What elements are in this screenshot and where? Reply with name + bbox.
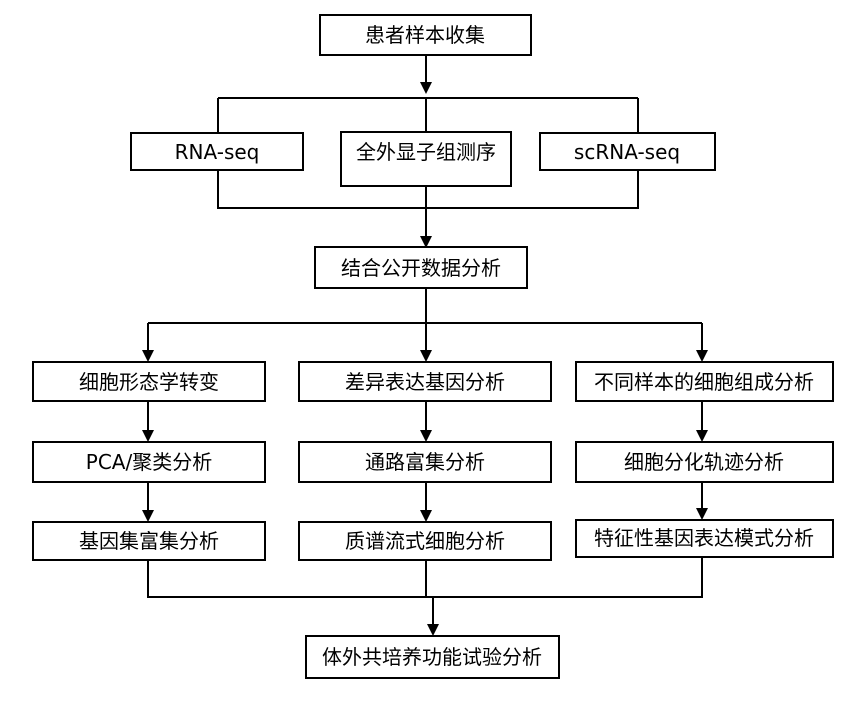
node-scrnaseq-label: scRNA-seq	[574, 140, 680, 164]
node-morph: 细胞形态学转变	[32, 361, 266, 402]
node-composition: 不同样本的细胞组成分析	[575, 361, 834, 402]
split-bracket-top	[217, 97, 639, 133]
node-wes: 全外显子组测序	[340, 131, 512, 187]
node-pca-label: PCA/聚类分析	[86, 450, 212, 474]
node-public-label: 结合公开数据分析	[341, 256, 501, 280]
node-pattern: 特征性基因表达模式分析	[575, 519, 834, 558]
node-pca: PCA/聚类分析	[32, 441, 266, 483]
node-deg-label: 差异表达基因分析	[345, 370, 505, 394]
node-coculture: 体外共培养功能试验分析	[305, 635, 560, 679]
node-rnaseq: RNA-seq	[130, 132, 304, 171]
node-wes-label: 全外显子组测序	[356, 140, 496, 164]
node-cytof-label: 质谱流式细胞分析	[345, 529, 505, 553]
node-composition-label: 不同样本的细胞组成分析	[594, 370, 814, 394]
node-collect-label: 患者样本收集	[365, 23, 485, 47]
node-gsea-label: 基因集富集分析	[79, 529, 219, 553]
node-pattern-label: 特征性基因表达模式分析	[594, 526, 814, 550]
node-public: 结合公开数据分析	[314, 246, 528, 289]
node-trajectory: 细胞分化轨迹分析	[575, 441, 834, 483]
node-cytof: 质谱流式细胞分析	[298, 521, 552, 561]
node-morph-label: 细胞形态学转变	[79, 370, 219, 394]
node-rnaseq-label: RNA-seq	[175, 140, 260, 164]
node-scrnaseq: scRNA-seq	[539, 132, 716, 171]
node-collect: 患者样本收集	[319, 14, 532, 56]
merge-bracket-final	[147, 557, 703, 598]
connectors	[142, 55, 708, 636]
merge-bracket-bottom	[217, 170, 639, 209]
node-trajectory-label: 细胞分化轨迹分析	[624, 450, 784, 474]
node-coculture-label: 体外共培养功能试验分析	[322, 645, 542, 669]
node-deg: 差异表达基因分析	[298, 361, 552, 402]
node-gsea: 基因集富集分析	[32, 521, 266, 561]
node-pathway: 通路富集分析	[298, 441, 552, 483]
node-pathway-label: 通路富集分析	[365, 450, 485, 474]
branch-bracket	[148, 288, 702, 324]
